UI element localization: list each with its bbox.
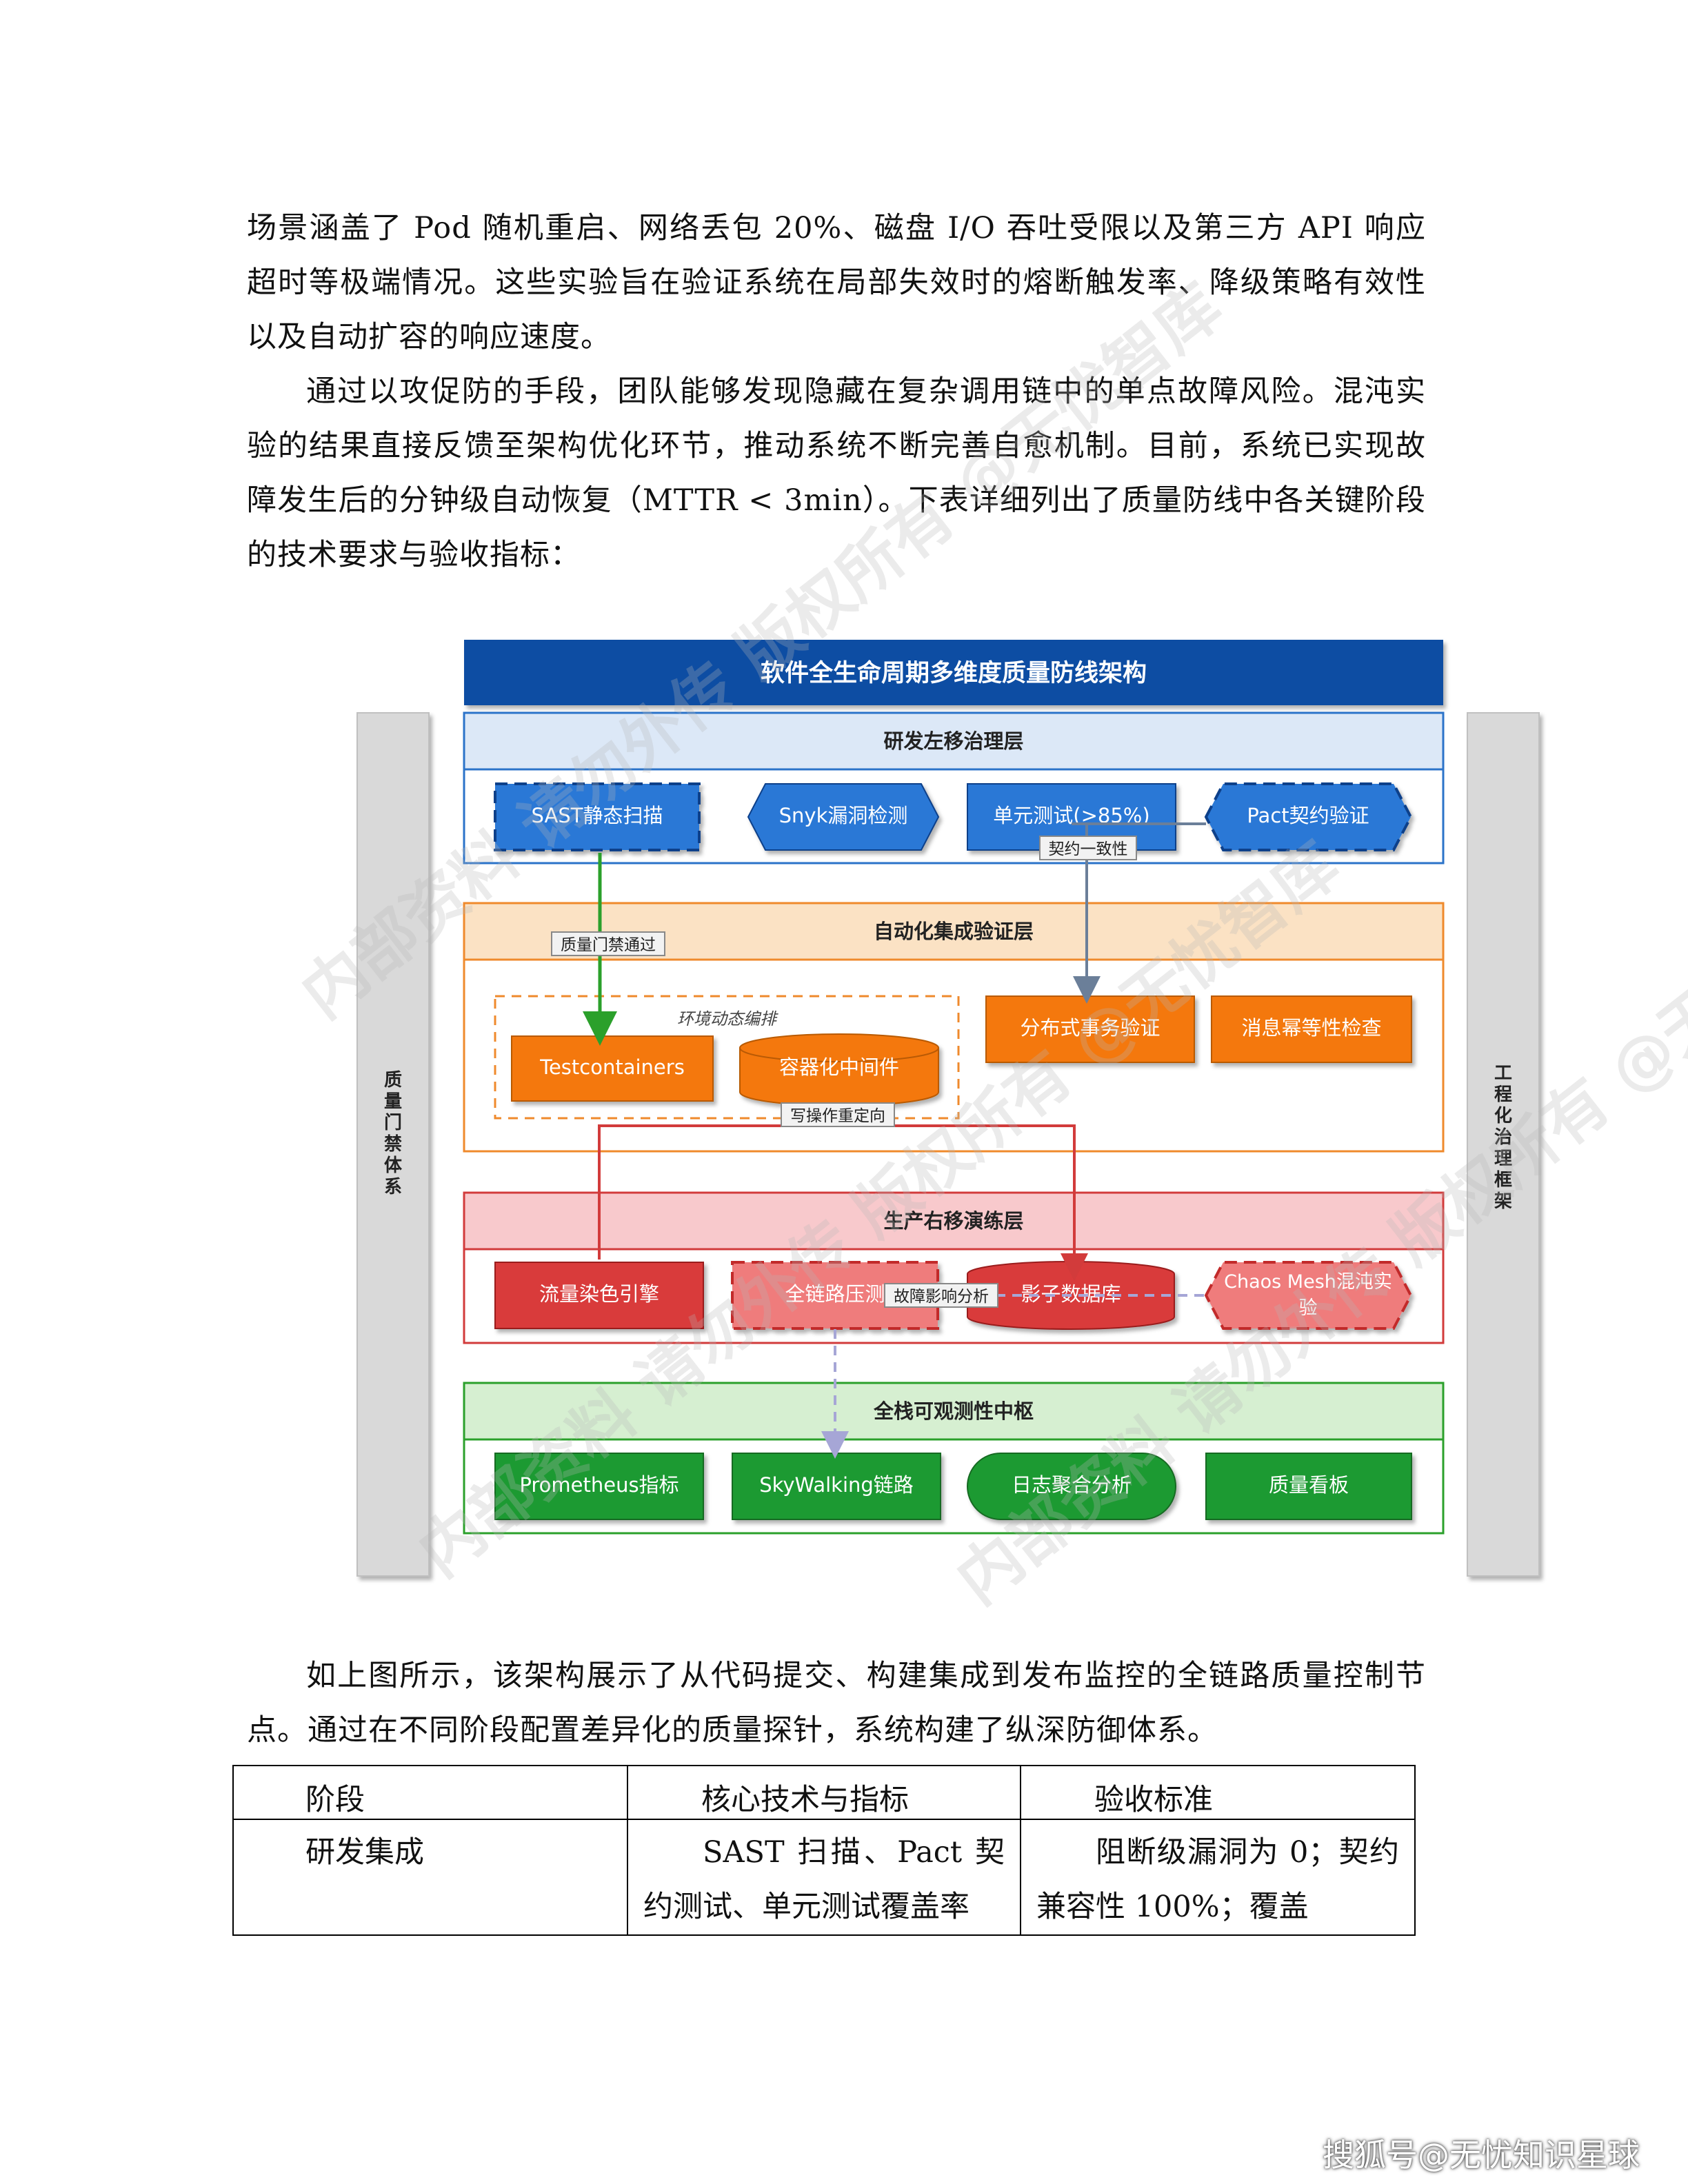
table-row: 研发集成 SAST 扫描、Pact 契约测试、单元测试覆盖率 阻断级漏洞为 0；… <box>232 1819 1416 1936</box>
node-quality-board <box>1205 1453 1412 1520</box>
edge-label-fault-analysis: 故障影响分析 <box>894 1288 989 1306</box>
table-header: 阶段 <box>232 1765 628 1820</box>
layer-2-title: 自动化集成验证层 <box>874 920 1034 943</box>
svg-text:Pact契约验证: Pact契约验证 <box>1247 804 1369 827</box>
node-sast <box>494 782 701 851</box>
layer-4-title: 全栈可观测性中枢 <box>873 1399 1034 1423</box>
svg-text:Snyk漏洞检测: Snyk漏洞检测 <box>779 804 908 827</box>
svg-text:SkyWalking链路: SkyWalking链路 <box>759 1473 914 1497</box>
svg-text:日志聚合分析: 日志聚合分析 <box>1012 1473 1132 1497</box>
table-cell: 阻断级漏洞为 0；契约兼容性 100%；覆盖 <box>1020 1819 1416 1936</box>
svg-text:质量看板: 质量看板 <box>1269 1473 1349 1497</box>
quality-table: 阶段 核心技术与指标 验收标准 研发集成 SAST 扫描、Pact 契约测试、单… <box>232 1765 1416 1936</box>
diagram-title: 软件全生命周期多维度质量防线架构 <box>761 659 1147 687</box>
diagram-title-bar <box>464 640 1443 705</box>
node-pact <box>1204 782 1413 851</box>
table-cell: SAST 扫描、Pact 契约测试、单元测试覆盖率 <box>627 1819 1021 1936</box>
layer-3-title: 生产右移演练层 <box>883 1209 1023 1233</box>
edge-label-contract: 契约一致性 <box>1049 840 1128 858</box>
node-idempotency <box>1211 995 1412 1063</box>
svg-text:Testcontainers: Testcontainers <box>539 1055 685 1079</box>
left-pillar-label: 质量门禁体系 <box>384 1070 403 1197</box>
svg-text:Prometheus指标: Prometheus指标 <box>519 1473 679 1497</box>
edge-label-write-redirect: 写操作重定向 <box>790 1107 885 1125</box>
svg-text:全链路压测: 全链路压测 <box>785 1282 885 1306</box>
chaos-mesh-line-2: 验 <box>1299 1297 1318 1319</box>
paragraph-1: 场景涵盖了 Pod 随机重启、网络丢包 20%、磁盘 I/O 吞吐受限以及第三方… <box>247 211 1426 354</box>
svg-text:SAST静态扫描: SAST静态扫描 <box>532 804 663 827</box>
node-chaos-mesh <box>1204 1261 1413 1330</box>
table-header-row: 阶段 核心技术与指标 验收标准 <box>232 1765 1416 1820</box>
node-snyk <box>747 783 940 851</box>
svg-text:分布式事务验证: 分布式事务验证 <box>1020 1016 1160 1040</box>
table-header: 核心技术与指标 <box>627 1765 1021 1820</box>
node-log-aggregation <box>967 1453 1176 1520</box>
env-group <box>494 995 960 1120</box>
right-pillar-label: 工程化治理框架 <box>1494 1063 1512 1212</box>
node-prometheus <box>494 1453 704 1520</box>
layer-1-title: 研发左移治理层 <box>883 729 1023 753</box>
svg-text:消息幂等性检查: 消息幂等性检查 <box>1241 1016 1381 1040</box>
svg-text:流量染色引擎: 流量染色引擎 <box>539 1282 659 1306</box>
table-cell: 研发集成 <box>232 1819 628 1936</box>
table-header: 验收标准 <box>1020 1765 1416 1820</box>
edge-label-quality-gate: 质量门禁通过 <box>561 936 656 954</box>
paragraph-2: 通过以攻促防的手段，团队能够发现隐藏在复杂调用链中的单点故障风险。混沌实验的结果… <box>247 374 1426 572</box>
right-pillar <box>1467 712 1540 1577</box>
left-pillar <box>356 712 430 1577</box>
svg-text:容器化中间件: 容器化中间件 <box>779 1055 899 1079</box>
chaos-mesh-line-1: Chaos Mesh混沌实 <box>1224 1271 1392 1293</box>
footer-watermark: 搜狐号@无忧知识星球 <box>1323 2136 1640 2174</box>
paragraph-3: 如上图所示，该架构展示了从代码提交、构建集成到发布监控的全链路质量控制节点。通过… <box>247 1659 1426 1748</box>
node-traffic-dye <box>494 1262 704 1329</box>
env-group-label: 环境动态编排 <box>677 1009 778 1029</box>
